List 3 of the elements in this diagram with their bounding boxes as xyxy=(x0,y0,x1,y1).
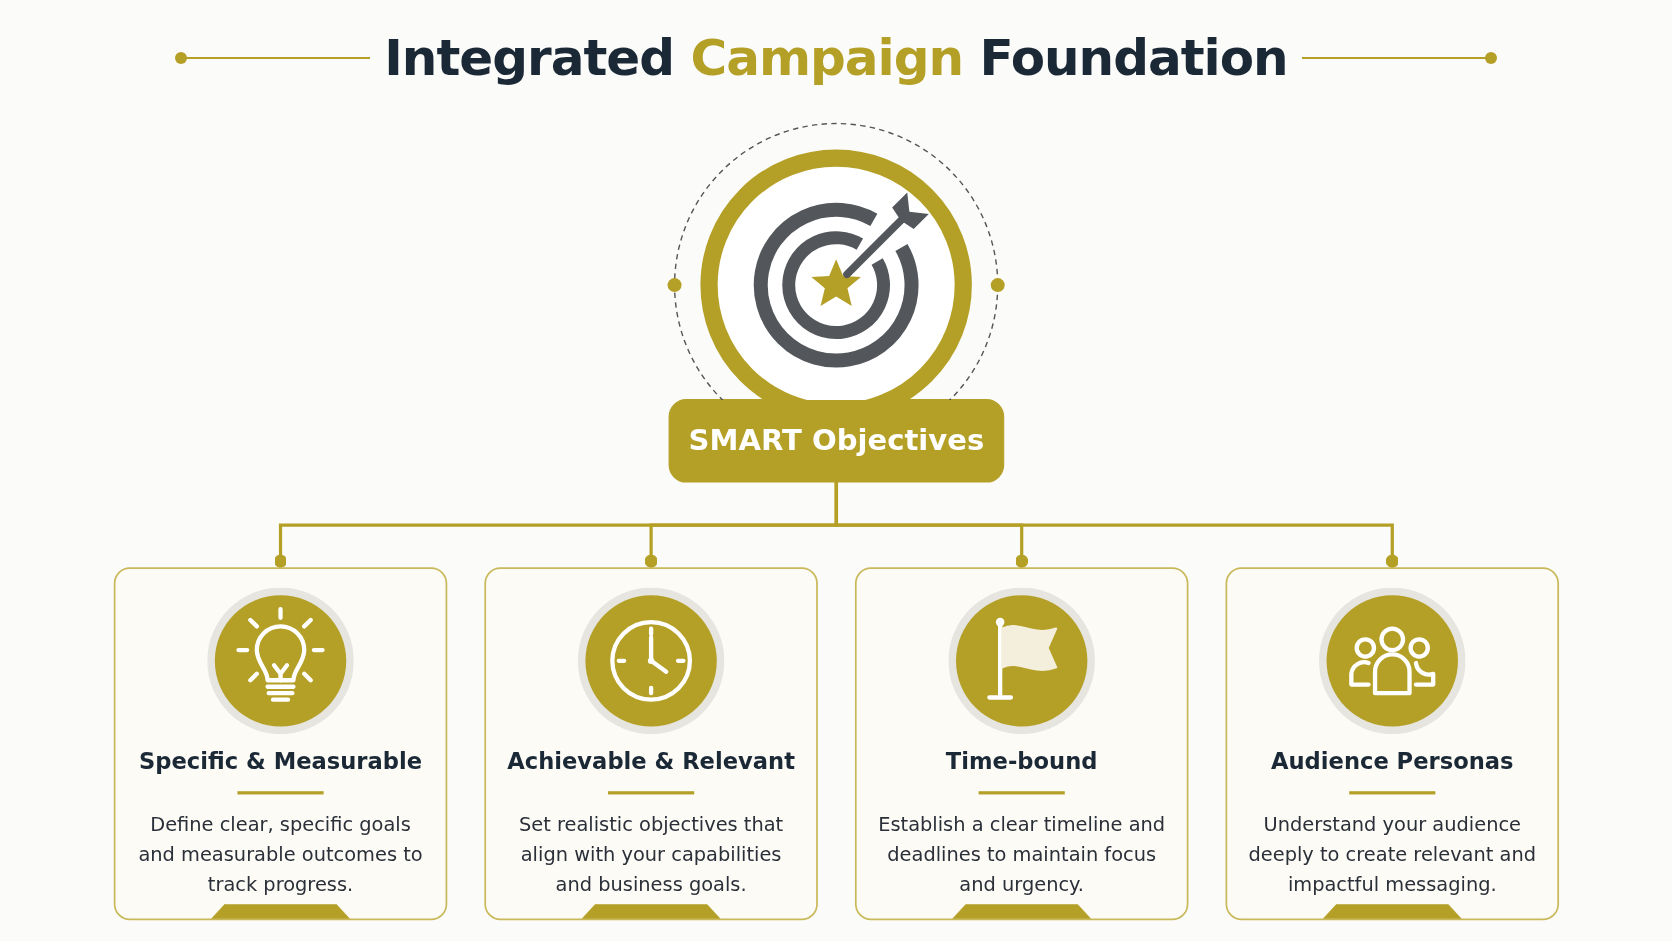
connector xyxy=(834,482,1399,569)
title: Integrated Campaign Foundation xyxy=(384,29,1288,87)
node-box: SMART Objectives xyxy=(668,399,1004,483)
